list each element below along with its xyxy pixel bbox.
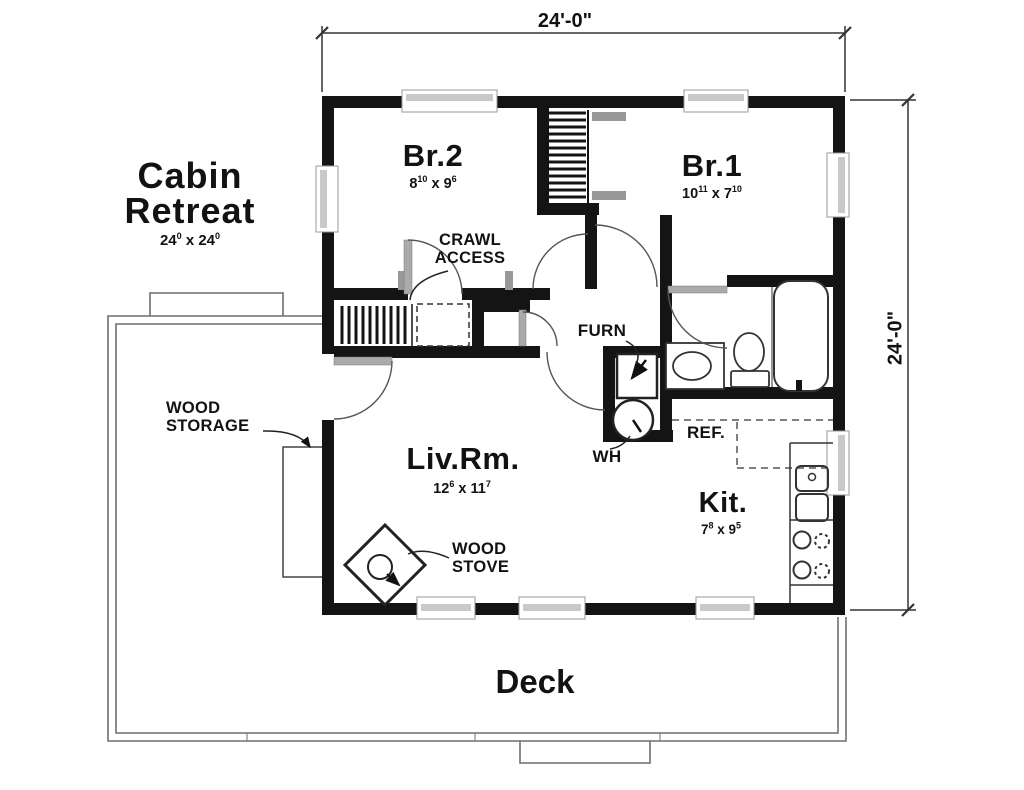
stair-railing — [592, 112, 626, 200]
dimension-lines — [315, 26, 916, 617]
plan-title-line1: Cabin — [137, 155, 243, 196]
wood-storage-label: WOOD STORAGE — [166, 399, 250, 435]
stairs-upper — [549, 110, 589, 203]
right-dimension-label: 24'-0" — [884, 310, 907, 366]
room-dim-liv: 126 x 117 — [433, 479, 491, 497]
door-leaves — [333, 239, 728, 366]
refrigerator-outline — [672, 419, 833, 469]
crawl-access-label: CRAWL ACCESS — [434, 231, 506, 267]
room-label-br2: Br.2 — [402, 138, 464, 173]
ref-label: REF. — [686, 423, 726, 442]
stove-burners — [792, 530, 830, 580]
kitchen-sink-bowl — [795, 493, 829, 522]
hall-door-east-swing — [594, 224, 658, 288]
entry-door-swing — [333, 360, 393, 420]
furn-label: FURN — [577, 321, 627, 340]
kitchen-sink — [795, 465, 829, 492]
windows — [315, 89, 850, 620]
top-dimension-ticks — [315, 26, 852, 40]
leader-lines — [262, 270, 639, 559]
room-dim-br1: 1011 x 710 — [682, 184, 742, 202]
sink-drain — [807, 472, 817, 482]
wood-stove — [342, 522, 428, 608]
bathtub-drain — [796, 380, 802, 391]
door-jambs — [398, 271, 513, 290]
bathroom-fixtures — [665, 280, 829, 392]
right-dimension-ticks — [901, 93, 915, 617]
stairs-lower — [340, 304, 413, 346]
plan-title-line2: Retreat — [124, 190, 256, 231]
wood-storage-box — [282, 446, 324, 578]
kitchen-counter — [789, 442, 833, 603]
water-heater — [611, 398, 655, 442]
bathroom-sink — [672, 351, 712, 381]
deck-step-bottom — [519, 741, 651, 764]
wh-leader — [609, 435, 631, 450]
plan-title-size: 240 x 240 — [159, 231, 221, 250]
top-dimension-label: 24'-0" — [537, 10, 593, 32]
crawl-access-leader — [409, 270, 449, 301]
closet-door-swing — [522, 311, 558, 347]
entry-door-leaf — [333, 356, 393, 366]
room-dim-kit: 78 x 95 — [700, 520, 742, 537]
room-label-br1: Br.1 — [681, 148, 743, 183]
room-label-kit: Kit. — [698, 487, 748, 519]
hall-door-west-swing — [532, 233, 589, 290]
door-openings — [322, 275, 727, 420]
wood-stove-leader — [407, 550, 450, 559]
br2-door-swing — [407, 239, 463, 295]
furn-leader — [625, 340, 639, 365]
deck-outline — [107, 292, 847, 764]
room-dim-br2: 810 x 96 — [409, 174, 457, 192]
wood-storage-leader — [262, 430, 311, 449]
wh-label: WH — [592, 447, 622, 466]
closet-door-leaf — [518, 309, 527, 347]
deck-step-top — [149, 292, 284, 316]
door-swings — [333, 224, 728, 420]
toilet-tank — [730, 370, 770, 388]
room-label-liv: Liv.Rm. — [406, 441, 520, 476]
plan-title: Cabin Retreat 240 x 240 — [124, 155, 256, 250]
br2-door-leaf — [403, 239, 413, 295]
living-hall-door-swing — [546, 351, 606, 411]
walls — [322, 96, 845, 615]
wood-stove-label: WOOD STOVE — [452, 540, 510, 576]
bath-door-swing — [667, 288, 728, 349]
crawl-access-hatch — [416, 303, 470, 347]
bathtub — [773, 280, 829, 392]
room-label-deck: Deck — [495, 663, 575, 700]
bath-door-leaf — [667, 285, 728, 294]
toilet — [733, 332, 765, 372]
